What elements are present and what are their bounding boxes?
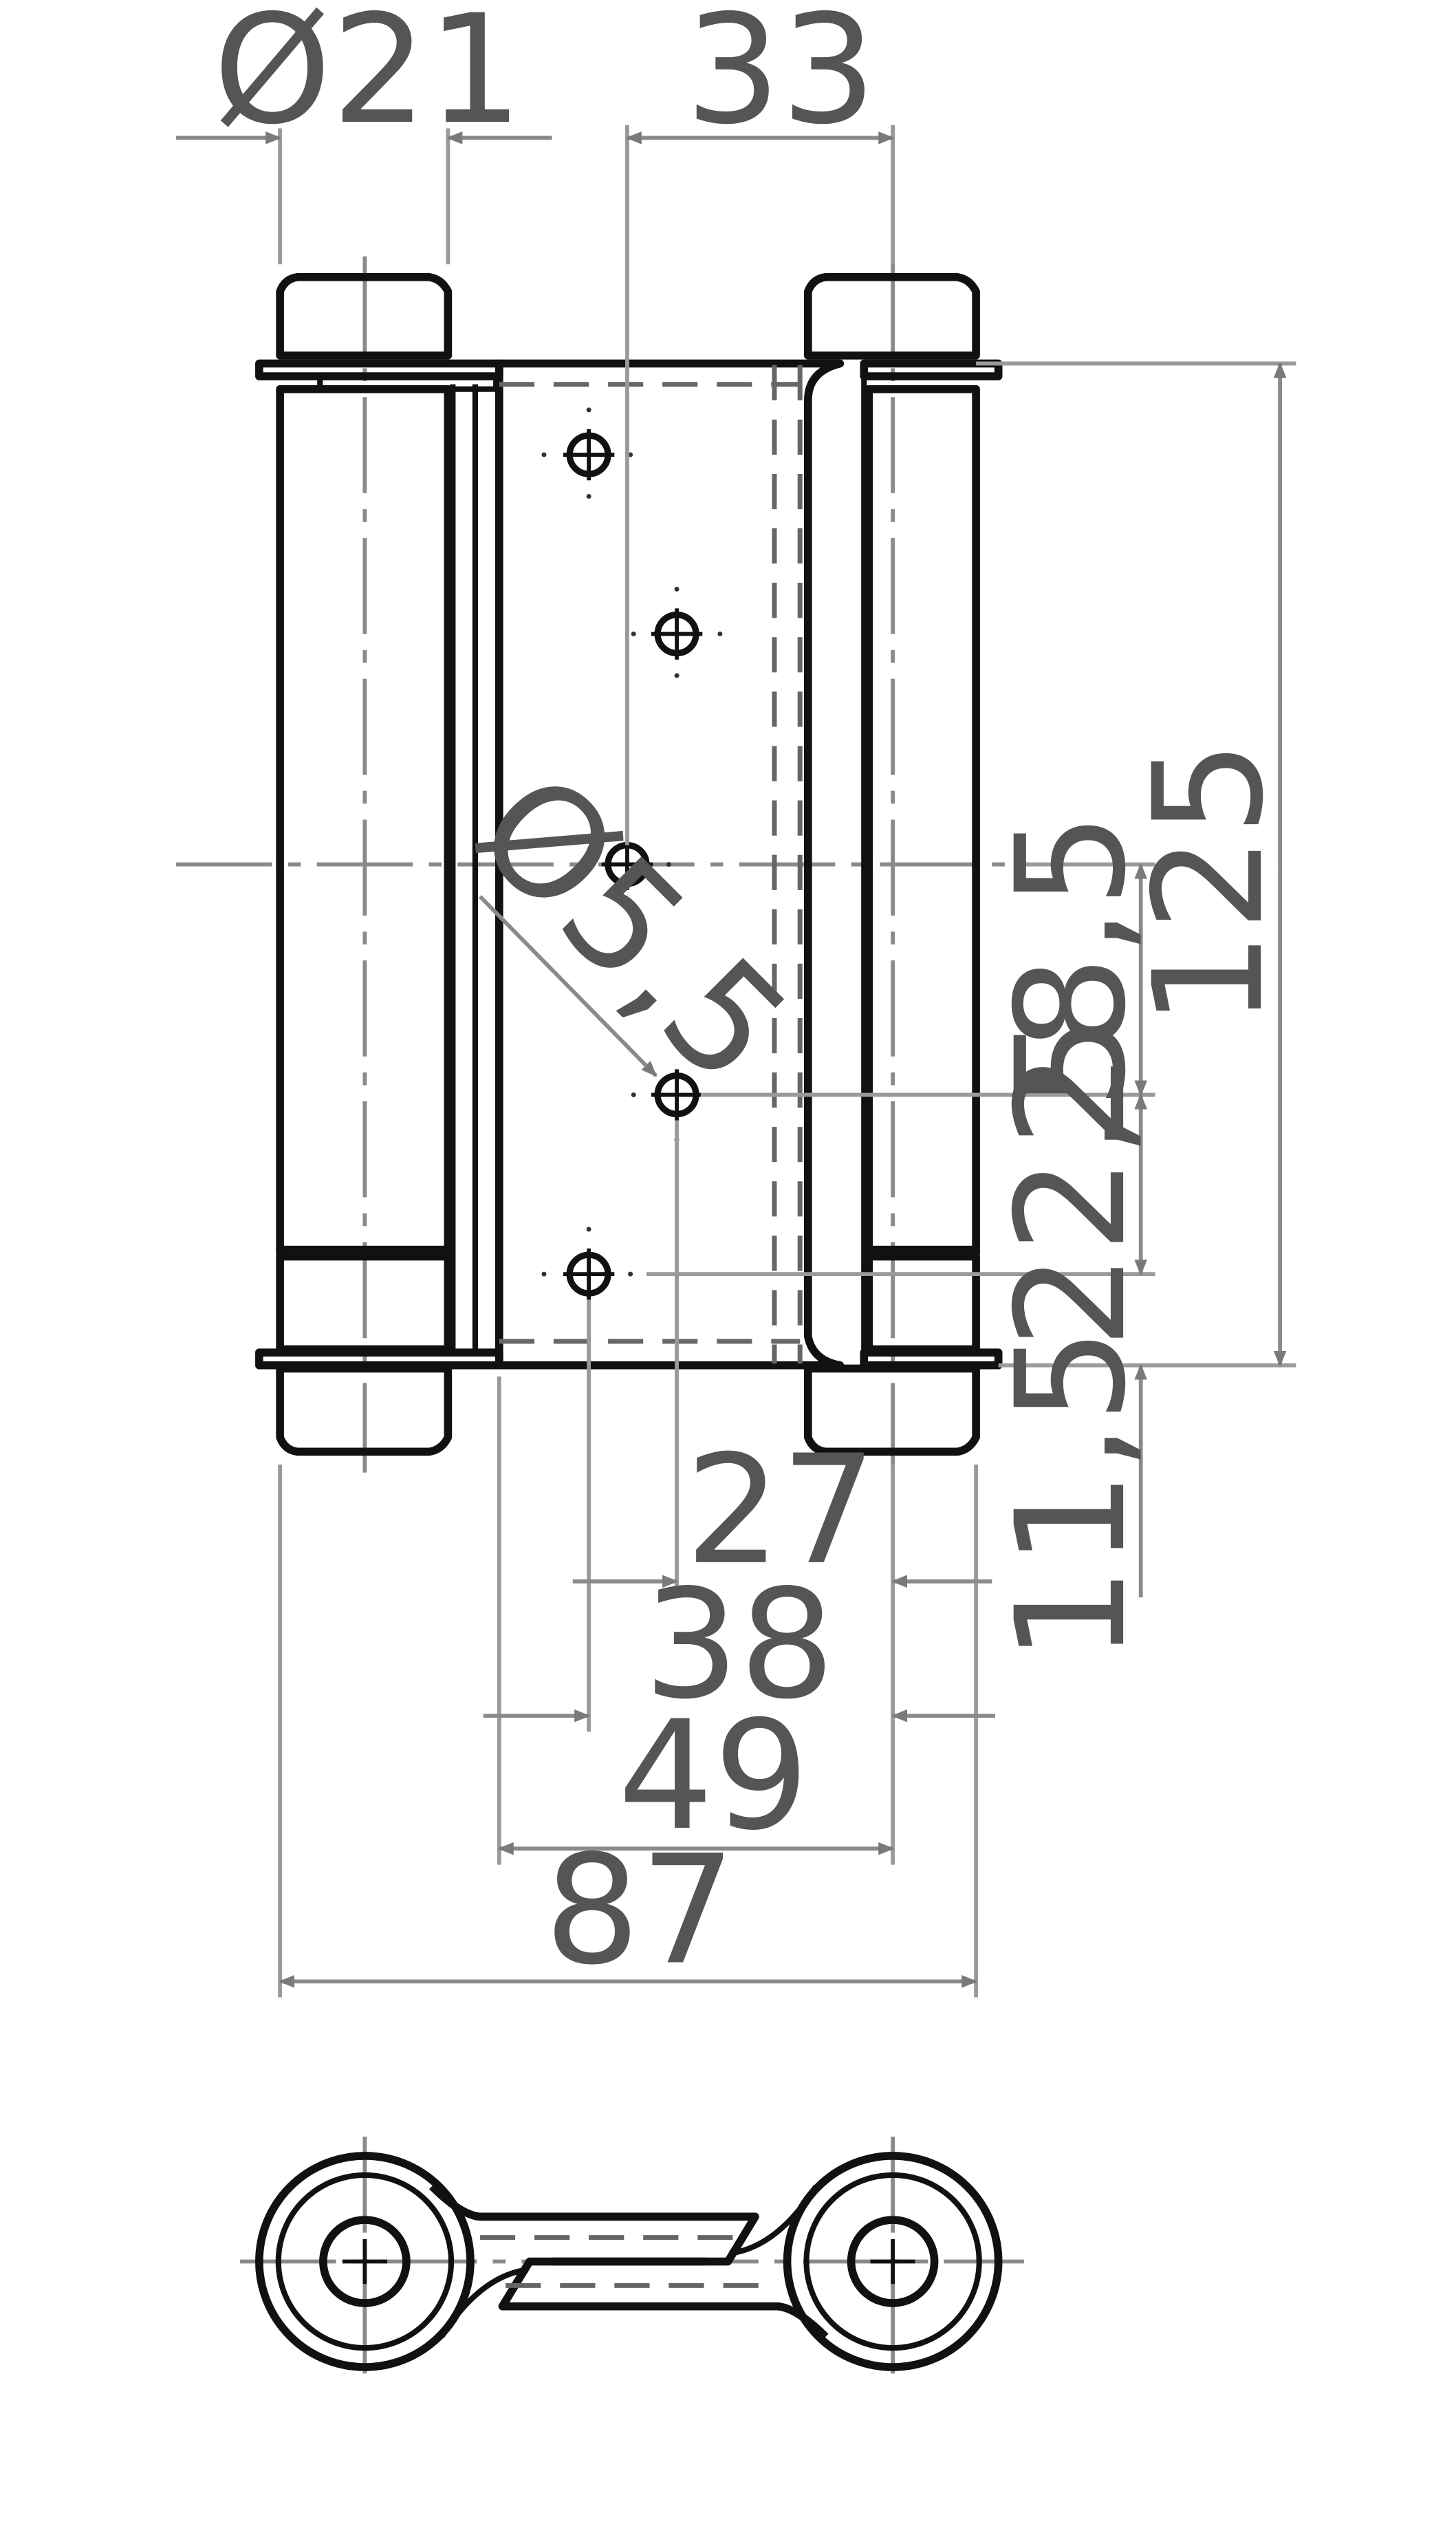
top-view-leaves (429, 2183, 829, 2340)
dimension-lines (175, 131, 1287, 1988)
right-knuckle (783, 2152, 1003, 2371)
dim-28-5: 28,5 (984, 812, 1159, 1147)
dim-87: 87 (544, 1822, 735, 1998)
left-knuckle (255, 2152, 475, 2371)
mounting-holes (541, 407, 723, 1300)
mounting-hole (541, 1227, 633, 1300)
front-view: Ø21 33 125 Ø5,5 28,5 22,5 11,5 27 38 49 … (175, 0, 1296, 1998)
mounting-hole (631, 586, 723, 678)
dim-33: 33 (685, 0, 876, 158)
extension-lines (278, 125, 1296, 1998)
center-lines (175, 256, 1024, 1473)
top-view (239, 2137, 1024, 2388)
dim-11-5: 11,5 (984, 1328, 1159, 1663)
dim-22-5: 22,5 (984, 1014, 1159, 1349)
dim-27: 27 (685, 1423, 876, 1598)
right-spring-barrel (804, 272, 1003, 1456)
dim-pin-diameter: Ø21 (213, 0, 523, 158)
dim-38: 38 (644, 1557, 835, 1732)
mounting-hole (541, 407, 633, 499)
dimension-labels: Ø21 33 125 Ø5,5 28,5 22,5 11,5 27 38 49 … (213, 0, 1296, 1998)
hinge-plate (495, 359, 867, 1370)
dim-125: 125 (1121, 740, 1296, 1027)
dim-49: 49 (618, 1688, 809, 1864)
